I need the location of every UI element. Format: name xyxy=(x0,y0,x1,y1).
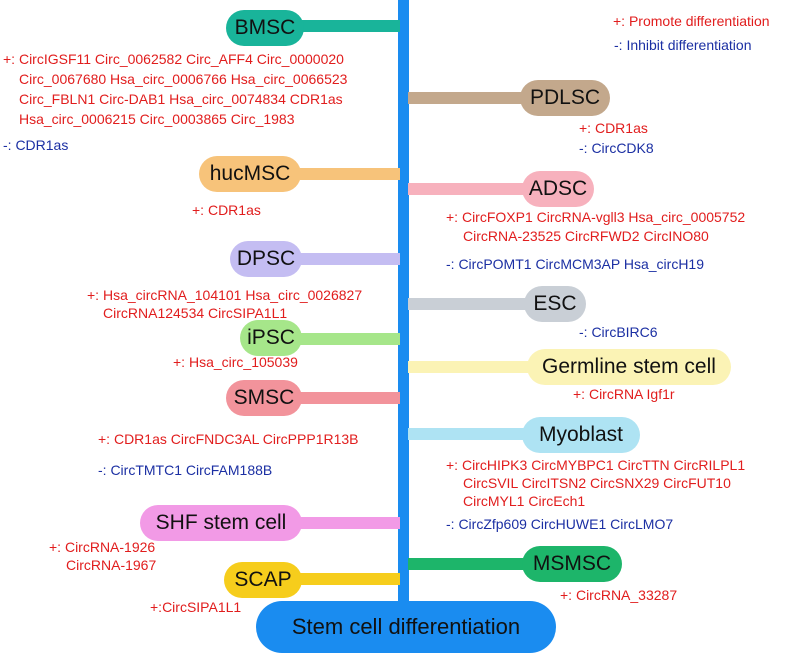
shf-promote-line-2: CircRNA-1967 xyxy=(66,557,157,573)
node-scap: SCAP xyxy=(224,562,302,598)
node-label: SCAP xyxy=(234,568,292,591)
node-label: ADSC xyxy=(528,177,588,200)
node-pdlsc: PDLSC xyxy=(520,80,610,116)
myoblast-promote-line-3: CircMYL1 CircEch1 xyxy=(463,493,586,509)
branch-myoblast xyxy=(408,428,533,440)
shf-promote-line-1: +: CircRNA-1926 xyxy=(49,539,156,555)
trunk-line xyxy=(398,0,409,606)
node-bmsc: BMSC xyxy=(226,10,304,46)
branch-shf xyxy=(300,517,400,529)
node-esc: ESC xyxy=(524,286,586,322)
branch-adsc xyxy=(408,183,528,195)
ipsc-promote-line-1: +: Hsa_circ_105039 xyxy=(173,354,298,370)
node-myoblast: Myoblast xyxy=(522,417,640,453)
bmsc-promote-line-2: Circ_0067680 Hsa_circ_0006766 Hsa_circ_0… xyxy=(19,71,348,87)
branch-esc xyxy=(408,298,528,310)
node-ipsc: iPSC xyxy=(240,320,302,356)
msmsc-promote-line-1: +: CircRNA_33287 xyxy=(560,587,678,603)
node-label: SMSC xyxy=(233,386,295,409)
node-hucmsc: hucMSC xyxy=(199,156,301,192)
pdlsc-inhibit-line-1: -: CircCDK8 xyxy=(579,140,654,156)
branch-scap xyxy=(300,573,400,585)
legend-promote: +: Promote differentiation xyxy=(613,13,770,29)
node-label: Germline stem cell xyxy=(542,355,716,378)
pdlsc-promote-line-1: +: CDR1as xyxy=(579,120,648,136)
node-label: Myoblast xyxy=(538,423,624,446)
myoblast-inhibit-line-1: -: CircZfp609 CircHUWE1 CircLMO7 xyxy=(446,516,674,532)
root-node: Stem cell differentiation xyxy=(256,601,556,653)
esc-inhibit-line-1: -: CircBIRC6 xyxy=(579,324,658,340)
germline-promote-line-1: +: CircRNA Igf1r xyxy=(573,386,675,402)
branch-ipsc xyxy=(300,333,400,345)
bmsc-promote-line-3: Circ_FBLN1 Circ-DAB1 Hsa_circ_0074834 CD… xyxy=(19,91,343,107)
node-label: BMSC xyxy=(234,16,296,39)
node-germline-stem-cell: Germline stem cell xyxy=(527,349,731,385)
node-shf-stem-cell: SHF stem cell xyxy=(140,505,302,541)
branch-smsc xyxy=(300,392,400,404)
branch-bmsc xyxy=(290,20,400,32)
node-label: SHF stem cell xyxy=(155,511,287,534)
adsc-promote-line-2: CircRNA-23525 CircRFWD2 CircINO80 xyxy=(463,228,709,244)
bmsc-promote-line-4: Hsa_circ_0006215 Circ_0003865 Circ_1983 xyxy=(19,111,295,127)
branch-hucmsc xyxy=(300,168,400,180)
smsc-promote-line-1: +: CDR1as CircFNDC3AL CircPPP1R13B xyxy=(98,431,359,447)
branch-msmsc xyxy=(408,558,528,570)
node-label: hucMSC xyxy=(209,162,291,185)
dpsc-promote-line-2: CircRNA124534 CircSIPA1L1 xyxy=(103,305,288,321)
bmsc-inhibit-line-1: -: CDR1as xyxy=(3,137,69,153)
node-label: ESC xyxy=(533,292,577,315)
myoblast-promote-line-1: +: CircHIPK3 CircMYBPC1 CircTTN CircRILP… xyxy=(446,457,746,473)
hucmsc-promote-line-1: +: CDR1as xyxy=(192,202,261,218)
branch-pdlsc xyxy=(408,92,528,104)
node-label: iPSC xyxy=(247,326,295,349)
bmsc-promote-line-1: +: CircIGSF11 Circ_0062582 Circ_AFF4 Cir… xyxy=(3,51,344,67)
myoblast-promote-line-2: CircSVIL CircITSN2 CircSNX29 CircFUT10 xyxy=(463,475,731,491)
root-label: Stem cell differentiation xyxy=(291,614,521,639)
node-label: MSMSC xyxy=(532,552,612,575)
adsc-inhibit-line-1: -: CircPOMT1 CircMCM3AP Hsa_circH19 xyxy=(446,256,704,272)
branch-dpsc xyxy=(300,253,400,265)
node-smsc: SMSC xyxy=(226,380,302,416)
node-label: DPSC xyxy=(236,247,296,270)
dpsc-promote-line-1: +: Hsa_circRNA_104101 Hsa_circ_0026827 xyxy=(87,287,363,303)
node-label: PDLSC xyxy=(529,86,601,109)
node-adsc: ADSC xyxy=(522,171,594,207)
scap-promote-line-1: +:CircSIPA1L1 xyxy=(150,599,242,615)
branch-germline xyxy=(408,361,533,373)
legend-inhibit: -: Inhibit differentiation xyxy=(614,37,752,53)
node-dpsc: DPSC xyxy=(230,241,302,277)
adsc-promote-line-1: +: CircFOXP1 CircRNA-vgll3 Hsa_circ_0005… xyxy=(446,209,746,225)
smsc-inhibit-line-1: -: CircTMTC1 CircFAM188B xyxy=(98,462,273,478)
node-msmsc: MSMSC xyxy=(522,546,622,582)
